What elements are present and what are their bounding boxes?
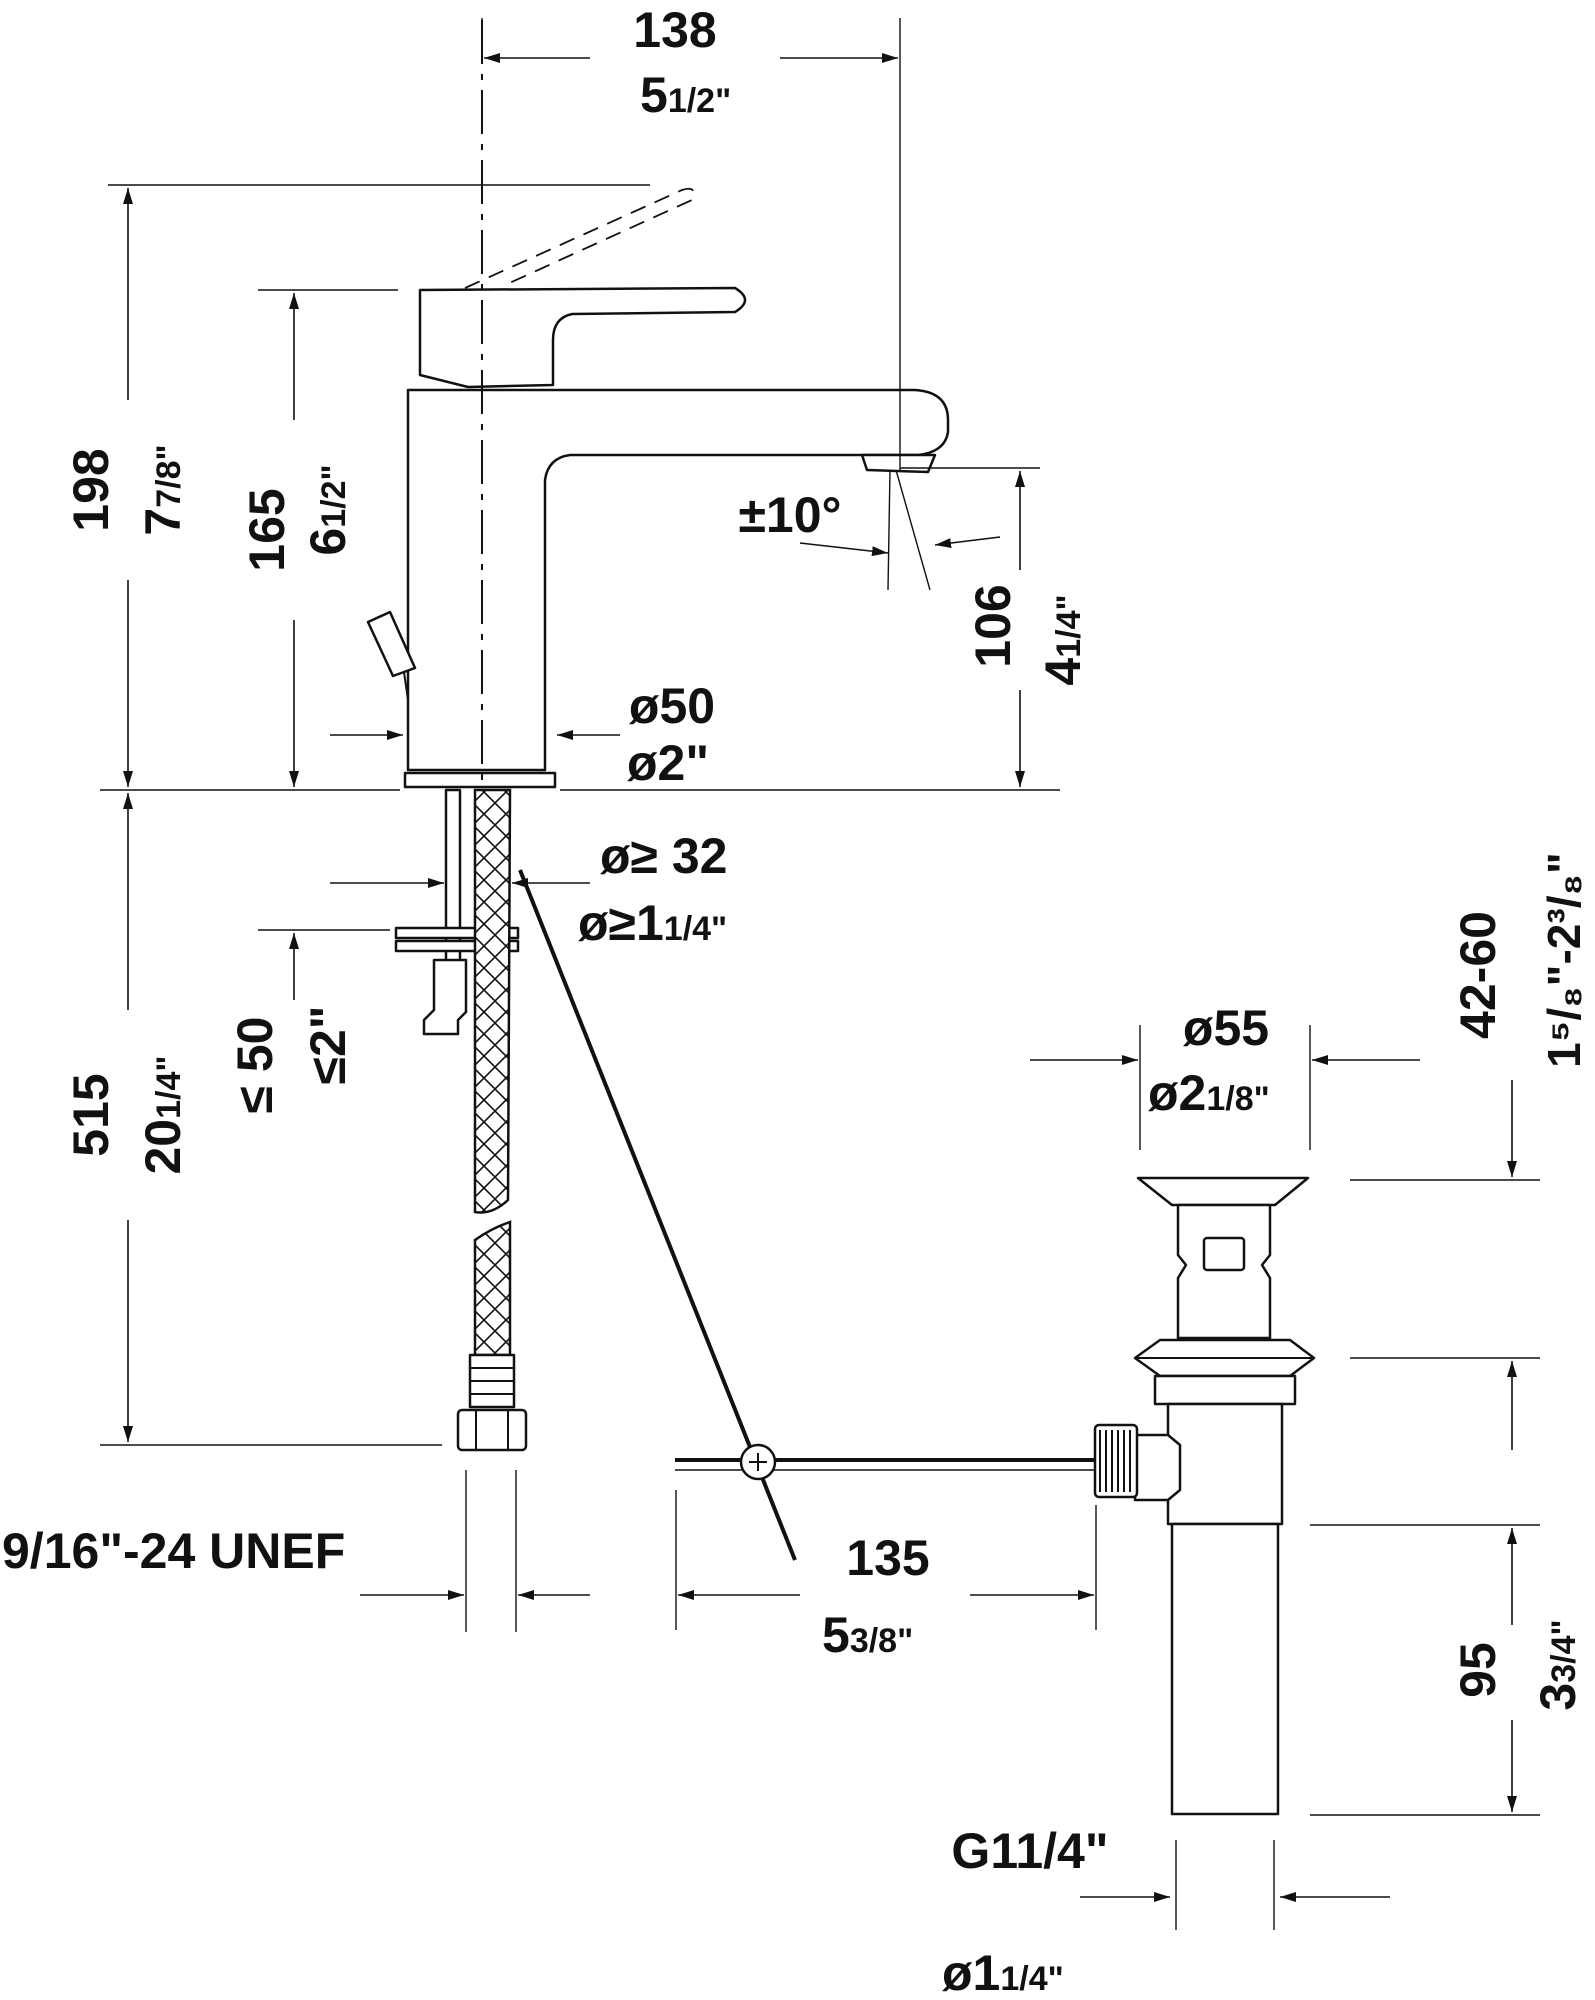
label-thread-spec: 9/16"-24 UNEF (2, 1523, 345, 1579)
label-total-height-mm: 198 (63, 448, 119, 531)
label-total-height-in: 77/8" (135, 444, 191, 535)
popup-linkage (518, 869, 1095, 1561)
drain-stopper (1176, 1203, 1272, 1340)
label-hole-diameter-mm: ø≥ 32 (600, 828, 728, 884)
label-width-mm: 138 (633, 2, 716, 58)
braided-hose-lower (473, 1220, 512, 1357)
mounting-nut (422, 958, 468, 1036)
label-deck-thickness-mm: ≤ 50 (227, 1017, 283, 1114)
braided-hose-upper (473, 788, 512, 1214)
label-rod-offset-mm: 135 (846, 1530, 929, 1586)
label-drain-flange-in: ø21/8" (1148, 1065, 1270, 1121)
label-tailpiece-thread: G11/4" (951, 1823, 1108, 1879)
label-hole-diameter-in: ø≥11/4" (578, 895, 727, 951)
label-tailpiece-length-in: 33/4" (1530, 1619, 1586, 1710)
supply-lines (394, 788, 528, 1632)
label-base-diameter-mm: ø50 (629, 678, 715, 734)
drain-flange (1136, 1176, 1310, 1207)
mounting-plate (394, 926, 520, 940)
label-body-height-in: 61/2" (300, 464, 356, 555)
label-body-height-mm: 165 (239, 488, 295, 571)
label-spout-height-in: 41/4" (1035, 594, 1091, 685)
pivot-nut-knurl (1099, 1430, 1131, 1492)
label-hose-length-mm: 515 (63, 1073, 119, 1156)
popup-drain (1093, 1176, 1316, 1930)
popup-rod-stub (403, 671, 409, 701)
clevis-screw-cross (749, 1453, 767, 1471)
drain-tailpiece (1170, 1522, 1280, 1816)
pivot-housing (1133, 1433, 1182, 1502)
stopper-window (1202, 1236, 1246, 1272)
aerator (860, 453, 937, 474)
faucet (366, 187, 950, 789)
label-drain-range-mm: 42-60 (1450, 911, 1506, 1039)
lever-raised-ghost (464, 187, 695, 289)
lever-handle (418, 286, 747, 389)
ferrule-ribs (470, 1367, 514, 1395)
label-drain-range-in: 1⁵/₈"-2³/₈" (1538, 852, 1590, 1068)
label-spout-height-mm: 106 (965, 584, 1021, 667)
dimension-arrows (123, 53, 1517, 1902)
label-deck-thickness-in: ≤2" (300, 1006, 356, 1085)
label-hose-length-in: 201/4" (135, 1055, 191, 1174)
label-drain-flange-mm: ø55 (1183, 1000, 1269, 1056)
mounting-washer (394, 939, 520, 953)
drain-body (1166, 1402, 1284, 1526)
label-tailpiece-diameter: ø11/4" (942, 1945, 1064, 2000)
label-base-diameter-in: ø2" (627, 735, 709, 791)
popup-lift-rod (518, 869, 797, 1561)
label-tailpiece-length-mm: 95 (1450, 1642, 1506, 1698)
hex-nut-faces (475, 1410, 509, 1450)
hose-hex-nut (456, 1408, 528, 1452)
faucet-body (406, 388, 950, 772)
label-rod-offset-in: 53/8" (822, 1607, 913, 1663)
base-ring (403, 771, 557, 789)
popup-knob (366, 610, 417, 678)
label-width-in: 51/2" (640, 67, 731, 123)
label-spout-angle: ±10° (738, 487, 841, 543)
drain-body-upper (1153, 1374, 1297, 1406)
extension-lines (100, 18, 1540, 1816)
